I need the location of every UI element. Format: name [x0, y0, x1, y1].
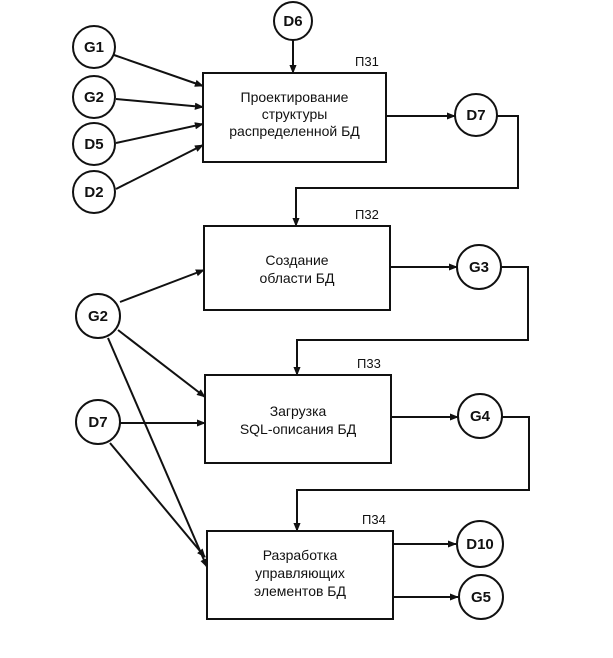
node-d2: D2 [72, 170, 116, 214]
node-circle [456, 244, 502, 290]
process-p33: П33 Загрузка SQL-описания БД [204, 356, 392, 464]
node-label: G2 [88, 308, 108, 325]
node-circle [458, 574, 504, 620]
arrow-g1-to-p31 [113, 54, 204, 87]
process-label-line: структуры [262, 106, 328, 122]
process-label-line: области БД [260, 270, 335, 286]
arrow-g2-to-p33 [117, 329, 206, 398]
process-label-line: распределенной БД [229, 123, 360, 139]
process-id: П31 [355, 54, 379, 69]
node-circle [72, 170, 116, 214]
process-p31: П31 Проектирование структуры распределен… [202, 54, 387, 163]
node-g2-mid: G2 [75, 293, 121, 339]
process-id: П33 [357, 356, 381, 371]
node-label: D6 [283, 13, 302, 30]
process-box [203, 225, 391, 311]
arrow-g4-to-p34 [293, 416, 530, 532]
node-label: D7 [88, 414, 107, 431]
process-label-line: элементов БД [254, 583, 346, 599]
node-d6: D6 [273, 1, 313, 41]
node-g5: G5 [458, 574, 504, 620]
node-d7-out: D7 [454, 93, 498, 137]
arrow-g3-to-p33 [293, 266, 529, 376]
process-box [206, 530, 394, 620]
node-g3: G3 [456, 244, 502, 290]
node-label: G2 [84, 89, 104, 106]
node-d10: D10 [456, 520, 504, 568]
node-label: D2 [84, 184, 103, 201]
process-label-line: Проектирование [241, 89, 349, 105]
node-circle [456, 520, 504, 568]
arrow-d7-to-p34 [109, 442, 206, 558]
node-g1: G1 [72, 25, 116, 69]
process-label-line: SQL-описания БД [240, 421, 357, 437]
node-label: D10 [466, 536, 494, 553]
process-id: П34 [362, 512, 386, 527]
arrow-d7-to-p32 [292, 115, 519, 227]
node-circle [72, 75, 116, 119]
node-label: G4 [470, 408, 491, 425]
arrow-d5-to-p31 [115, 122, 204, 144]
process-id: П32 [355, 207, 379, 222]
arrow-g2-to-p31 [115, 98, 204, 110]
node-label: G5 [471, 589, 491, 606]
node-label: D5 [84, 136, 103, 153]
node-label: G3 [469, 259, 489, 276]
process-label-line: Создание [265, 252, 328, 268]
node-label: G1 [84, 39, 104, 56]
process-box [202, 72, 387, 163]
node-label: D7 [466, 107, 485, 124]
arrow-d2-to-p31 [115, 144, 204, 190]
connectors [107, 39, 530, 601]
process-p34: П34 Разработка управляющих элементов БД [206, 512, 394, 620]
process-label-line: Разработка [263, 547, 338, 563]
process-label-line: Загрузка [270, 403, 327, 419]
arrow-g2-to-p34 [107, 337, 208, 568]
node-circle [273, 1, 313, 41]
node-circle [75, 293, 121, 339]
node-circle [457, 393, 503, 439]
node-d7-in: D7 [75, 399, 121, 445]
process-box [204, 374, 392, 464]
node-circle [454, 93, 498, 137]
node-d5: D5 [72, 122, 116, 166]
node-circle [72, 122, 116, 166]
node-circle [72, 25, 116, 69]
process-p32: П32 Создание области БД [203, 207, 391, 311]
node-circle [75, 399, 121, 445]
process-label-line: управляющих [255, 565, 345, 581]
node-g4: G4 [457, 393, 503, 439]
node-g2-top: G2 [72, 75, 116, 119]
arrow-g2-to-p32 [119, 269, 205, 303]
